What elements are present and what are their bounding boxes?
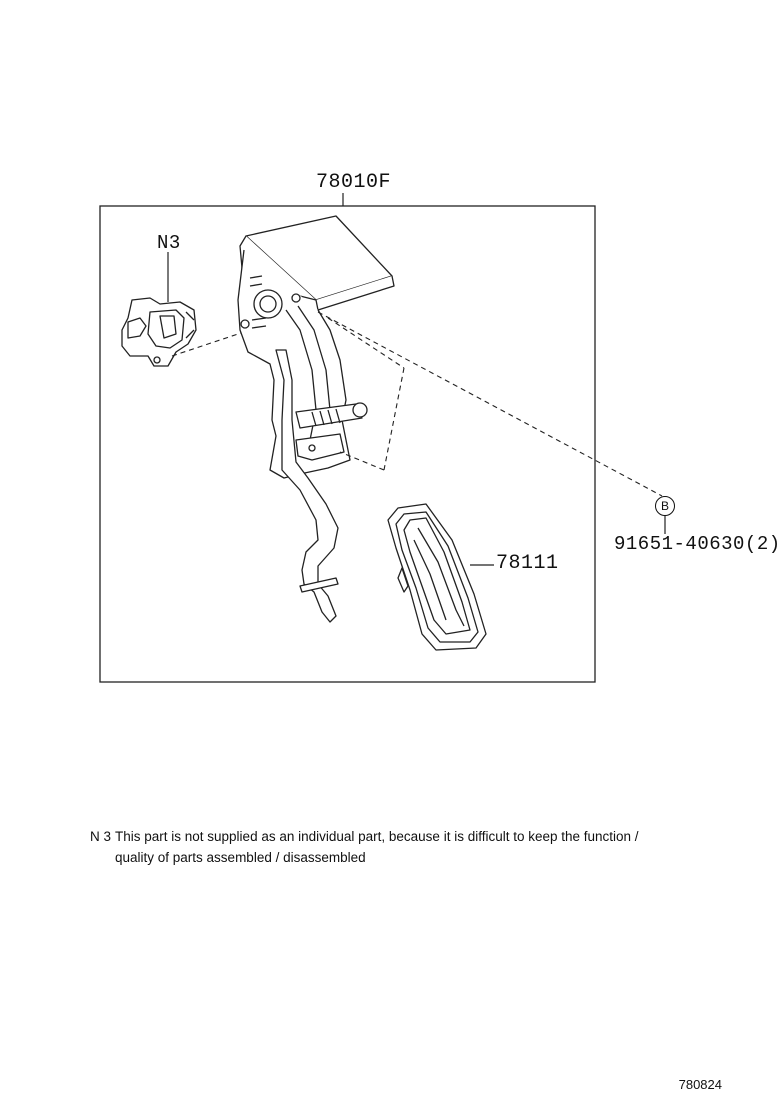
- figure-number: 780824: [678, 1077, 722, 1092]
- pedal-pad: [387, 503, 487, 651]
- callout-n3: N3: [157, 232, 181, 254]
- pedal-sensor-connector: [121, 297, 197, 367]
- bolt-dashed-lines: [317, 311, 663, 497]
- footnote-code: N 3: [90, 829, 112, 844]
- assembly-frame: [99, 205, 596, 683]
- callout-91651-40630: 91651-40630(2): [614, 533, 781, 555]
- parts-diagram: [99, 193, 666, 683]
- sensor-dashed-link: [171, 331, 245, 357]
- footnote-line-1: This part is not supplied as an individu…: [115, 829, 639, 844]
- pedal-bracket-assembly: [237, 215, 395, 623]
- callout-78111: 78111: [496, 552, 559, 575]
- bolt-marker-b: B: [655, 496, 675, 516]
- footnote-line-2: quality of parts assembled / disassemble…: [115, 850, 366, 865]
- callout-78010F: 78010F: [316, 171, 392, 194]
